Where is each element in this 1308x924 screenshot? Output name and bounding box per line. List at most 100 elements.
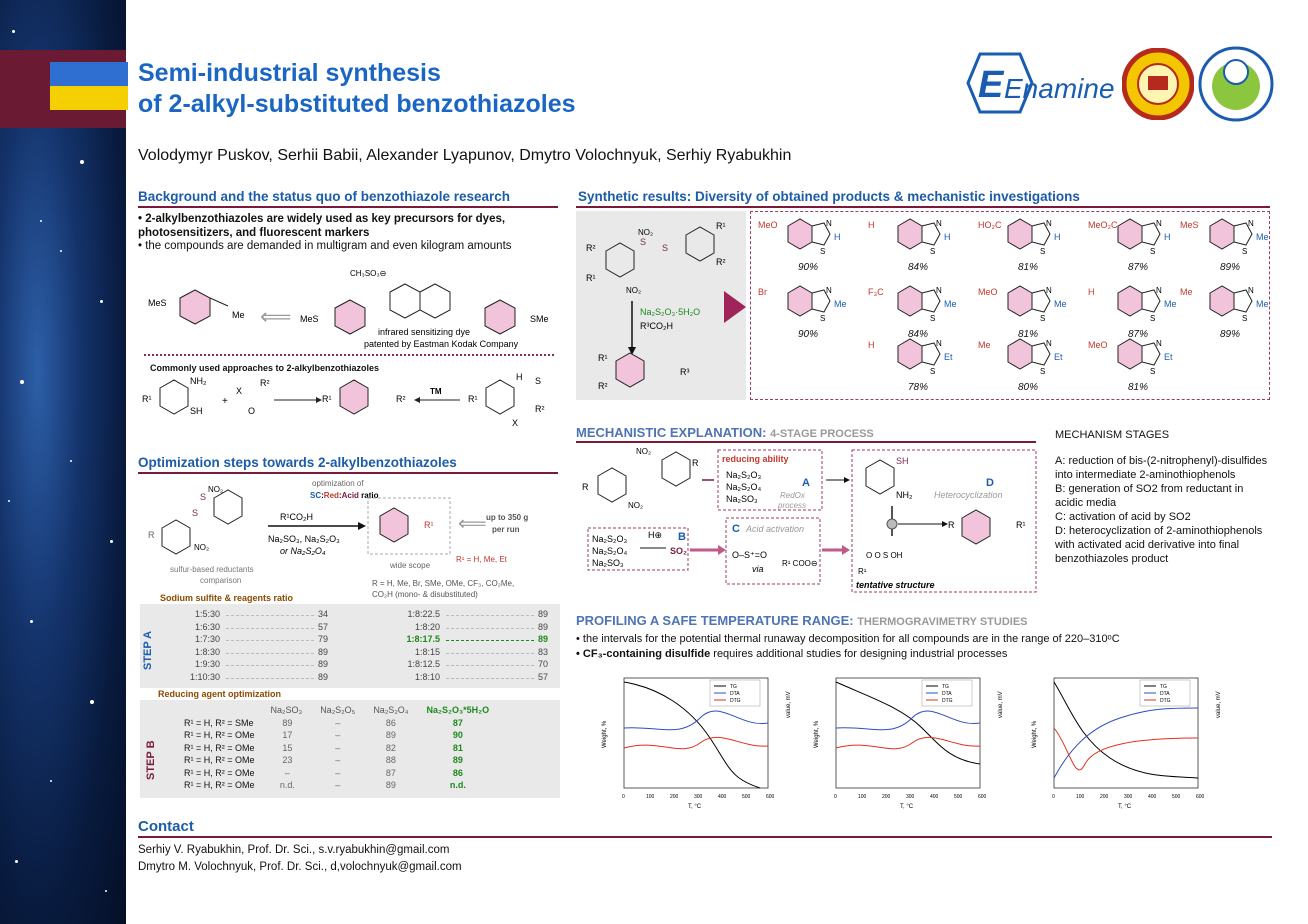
divider [576,206,1270,208]
substituent-label: H [1088,287,1095,297]
substituent-label: Me [978,340,991,350]
yield-value: 70 [538,659,549,669]
yield-cell: 88 [385,755,396,766]
svg-text:MeS: MeS [300,314,319,324]
space-background [0,0,126,924]
yield-cell: n.d. [449,780,466,791]
svg-text:400: 400 [718,794,727,800]
ratio-value: 1:6:30 [194,621,220,632]
svg-text:comparison: comparison [200,576,241,585]
yield-value: 79 [318,634,329,644]
yield-value: 89 [538,621,549,632]
yield-cell: – [335,780,341,791]
svg-text:S: S [1150,247,1155,256]
yield-value: 57 [318,621,329,632]
profiling-heading: PROFILING A SAFE TEMPERATURE RANGE: THER… [576,613,1028,628]
yield-cell: – [335,767,341,778]
svg-text:S: S [1242,314,1247,323]
svg-text:S: S [1040,314,1045,323]
series-dta [835,710,981,731]
product-yield: 84% [907,262,928,273]
svg-text:200: 200 [1100,794,1109,800]
svg-text:S: S [1040,367,1045,376]
dotted-divider [144,354,554,356]
svg-text:N: N [1156,286,1162,295]
svg-text:S: S [1150,314,1155,323]
svg-text:R³: R³ [680,367,690,377]
svg-text:R³CO₂H: R³CO₂H [640,321,673,331]
divider [138,472,558,474]
ratio-value: 1:9:30 [194,659,220,669]
substituent-cell: R¹ = H, R² = OMe [184,742,255,753]
svg-text:N: N [826,286,832,295]
approaches-label: Commonly used approaches to 2-alkylbenzo… [150,363,380,373]
series-dta [623,710,769,731]
substituent-label: H [868,340,875,350]
ratio-arrow [226,677,314,679]
svg-text:Na₂S₂O₄: Na₂S₂O₄ [592,546,627,556]
ratio-value: 1:8:17.5 [406,634,440,644]
ratio-value: 1:8:30 [194,646,220,657]
svg-text:600: 600 [766,794,775,800]
svg-text:R¹ = H, Me, Et: R¹ = H, Me, Et [456,555,508,564]
svg-text:S: S [1150,367,1155,376]
svg-text:R¹CO₂H: R¹CO₂H [280,512,313,522]
optimization-scheme: S S NO₂ NO₂ R R¹CO₂H Na₂SO₃, Na₂S₂O₃ or … [148,479,528,599]
yield-cell: 89 [385,780,396,791]
svg-text:N: N [1156,219,1162,228]
substituent-label: F₃C [868,287,884,297]
product-yield: 87% [1127,329,1148,340]
legend-item: DTA [1160,691,1170,697]
svg-text:R¹: R¹ [716,221,726,231]
svg-text:up to 350 g: up to 350 g [486,513,528,522]
svg-text:R¹: R¹ [424,520,434,530]
svg-text:R²: R² [586,243,596,253]
svg-text:NH₂: NH₂ [896,490,913,500]
svg-text:+: + [222,396,228,407]
product-yield: 90% [797,329,818,340]
series-dtg [1053,727,1199,771]
svg-text:SH: SH [896,456,909,466]
r-group-label: Me [1256,299,1269,309]
svg-text:Me: Me [232,310,245,320]
substituent-label: HO₂C [978,220,1002,230]
ratio-arrow [226,615,314,616]
contact-line-2: Dmytro M. Volochnyuk, Prof. Dr. Sci., d,… [138,861,462,873]
svg-text:0: 0 [834,794,837,800]
svg-text:CH₃SO₃⊖: CH₃SO₃⊖ [350,269,386,278]
legend-item: DTG [942,698,953,704]
svg-text:R¹ COO⊖: R¹ COO⊖ [782,559,818,568]
yield-cell: 81 [452,742,463,753]
svg-text:N: N [1248,219,1254,228]
svg-text:R¹: R¹ [858,567,867,576]
yield-cell: 86 [452,767,463,778]
svg-text:C: C [732,523,740,535]
yield-value: 89 [318,659,329,669]
step-a-label: STEP A [142,630,154,670]
svg-text:500: 500 [742,794,751,800]
profiling-bullet-1: • the intervals for the potential therma… [576,633,1120,645]
synthetic-heading: Synthetic results: Diversity of obtained… [578,189,1080,204]
yield-cell: – [335,755,341,766]
ratio-value: 1:8:15 [414,646,440,657]
svg-text:O O S OH: O O S OH [866,551,903,560]
product-yield: 84% [907,329,928,340]
ratio-value: 1:5:30 [194,609,220,619]
header-na2s2o5: Na₂S₂O₅ [320,705,356,716]
svg-text:infrared sensitizing dye: infrared sensitizing dye [378,327,470,337]
background-bullet-1: • 2-alkylbenzothiazoles are widely used … [138,213,506,239]
svg-text:S: S [640,237,646,247]
